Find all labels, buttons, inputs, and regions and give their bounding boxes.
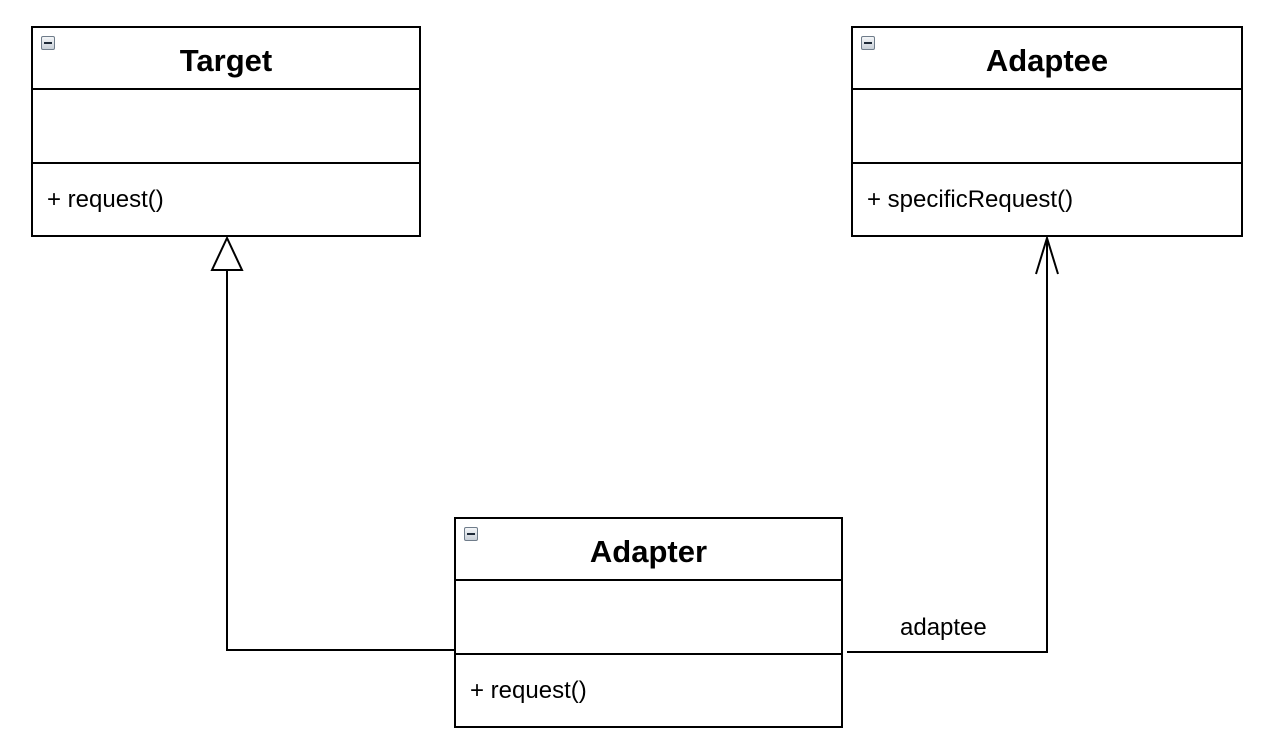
collapse-icon[interactable] [861,36,875,50]
class-header: Target [33,28,419,90]
class-name: Adaptee [985,43,1109,78]
generalization-line [226,270,456,651]
attributes-compartment [853,90,1241,164]
generalization-arrowhead [210,235,244,271]
class-name: Adapter [589,534,708,569]
operation: + specificRequest() [867,185,1074,213]
attributes-compartment [33,90,419,164]
association-role-label: adaptee [900,614,987,641]
class-name: Target [179,43,273,78]
operations-compartment: + specificRequest() [853,164,1241,235]
attributes-compartment [456,581,841,655]
association-line [847,238,1048,653]
class-target[interactable]: Target + request() [31,26,421,237]
operations-compartment: + request() [456,655,841,726]
collapse-icon[interactable] [41,36,55,50]
collapse-icon[interactable] [464,527,478,541]
class-header: Adaptee [853,28,1241,90]
operation: + request() [47,185,164,213]
class-header: Adapter [456,519,841,581]
association-arrowhead [1035,234,1059,275]
class-adapter[interactable]: Adapter + request() [454,517,843,728]
class-adaptee[interactable]: Adaptee + specificRequest() [851,26,1243,237]
operation: + request() [470,676,587,704]
operations-compartment: + request() [33,164,419,235]
